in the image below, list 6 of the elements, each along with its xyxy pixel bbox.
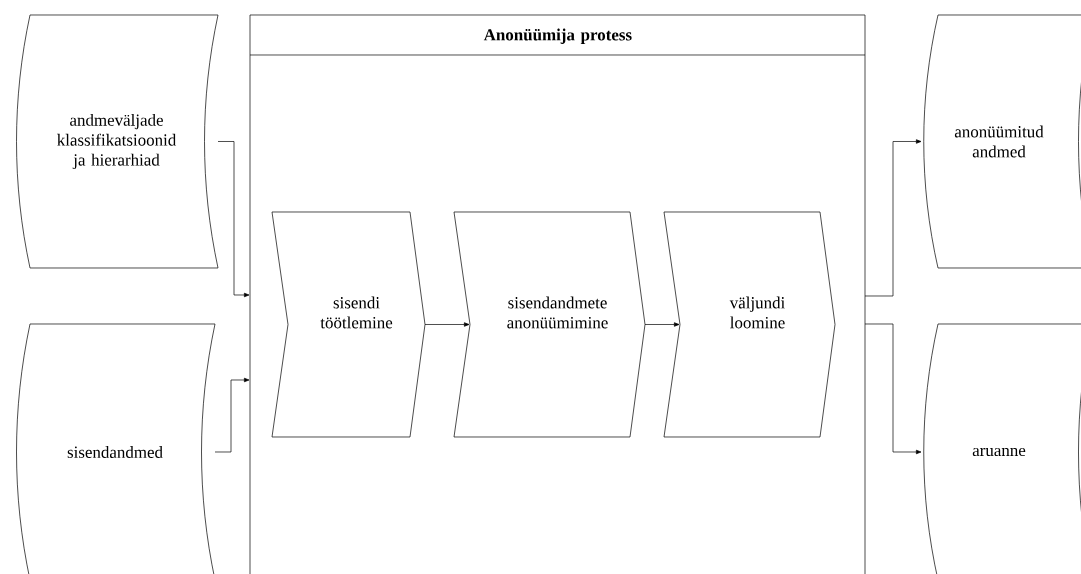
arrow <box>864 323 922 455</box>
arrow <box>424 322 470 327</box>
arrow <box>864 139 922 297</box>
arrow <box>214 377 250 453</box>
arrow <box>217 141 250 298</box>
arrow <box>644 322 680 327</box>
